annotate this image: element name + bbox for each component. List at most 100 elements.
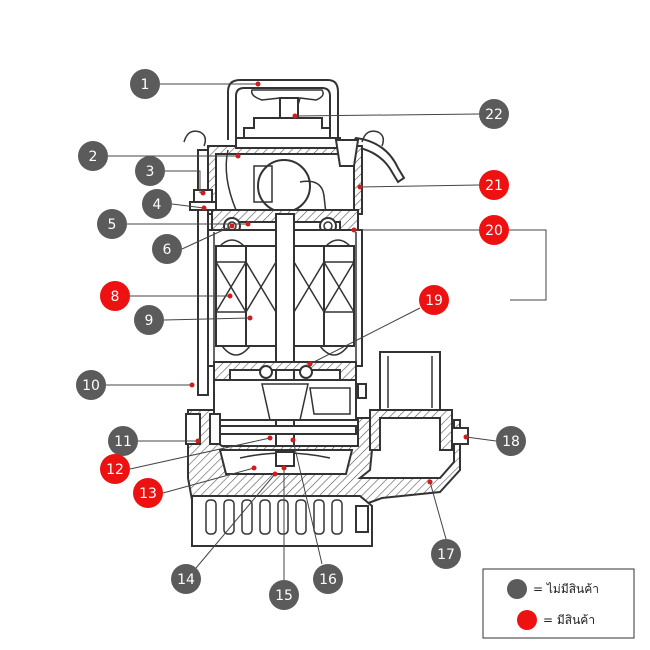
callout-label-9: 9 <box>145 313 154 329</box>
discharge-outlet <box>379 351 441 413</box>
winding-end-top-right <box>325 239 351 247</box>
callout-17[interactable]: 17 <box>431 539 461 569</box>
callout-label-3: 3 <box>146 164 155 180</box>
callout-label-6: 6 <box>163 242 172 258</box>
power-cable <box>348 136 406 184</box>
callout-13[interactable]: 13 <box>133 478 163 508</box>
leader-dot-9 <box>247 315 253 321</box>
callout-circle-18 <box>496 426 526 456</box>
callout-label-12: 12 <box>106 462 124 478</box>
callout-circle-17 <box>431 539 461 569</box>
callout-label-20: 20 <box>485 223 503 239</box>
callout-12[interactable]: 12 <box>100 454 130 484</box>
left-hook <box>183 130 207 147</box>
leader-dot-4 <box>201 205 207 211</box>
callout-label-11: 11 <box>114 434 132 450</box>
callout-20[interactable]: 20 <box>479 215 509 245</box>
leader-dot-16 <box>290 437 296 443</box>
leader-line-20 <box>509 229 547 301</box>
callout-label-8: 8 <box>111 289 120 305</box>
lower-bearing-right <box>299 365 313 379</box>
leader-line-19 <box>309 307 421 365</box>
callout-6[interactable]: 6 <box>152 234 182 264</box>
leader-dot-10 <box>189 382 195 388</box>
callout-1[interactable]: 1 <box>130 69 160 99</box>
leader-dot-20 <box>351 227 357 233</box>
callout-circle-5 <box>97 209 127 239</box>
callout-circle-16 <box>313 564 343 594</box>
leader-dot-21 <box>357 184 363 190</box>
callout-circle-11 <box>108 426 138 456</box>
leader-dot-13 <box>251 465 257 471</box>
leader-line-14 <box>195 473 276 569</box>
callout-circle-10 <box>76 370 106 400</box>
winding-end-top-left <box>219 239 245 247</box>
callout-label-16: 16 <box>319 572 337 588</box>
leader-lines <box>106 81 547 580</box>
leader-dot-2 <box>235 153 241 159</box>
callout-11[interactable]: 11 <box>108 426 138 456</box>
callout-4[interactable]: 4 <box>142 189 172 219</box>
leader-dot-11 <box>195 438 201 444</box>
callout-label-10: 10 <box>82 378 100 394</box>
base-bolt <box>355 505 369 533</box>
casing-bolt-2 <box>209 413 221 445</box>
callout-label-22: 22 <box>485 107 503 123</box>
leader-dot-19 <box>307 361 313 367</box>
callout-label-2: 2 <box>89 149 98 165</box>
leader-dot-12 <box>267 435 273 441</box>
callout-2[interactable]: 2 <box>78 141 108 171</box>
legend-available-text: = มีสินค้า <box>543 613 595 627</box>
callout-8[interactable]: 8 <box>100 281 130 311</box>
side-bolt <box>357 383 367 399</box>
callout-circle-20 <box>479 215 509 245</box>
leader-line-13 <box>162 467 255 494</box>
legend: = ไม่มีสินค้า = มีสินค้า <box>482 568 635 639</box>
leader-line-16 <box>292 439 323 565</box>
callout-21[interactable]: 21 <box>479 170 509 200</box>
callout-9[interactable]: 9 <box>134 305 164 335</box>
callout-circle-1 <box>130 69 160 99</box>
callout-circle-12 <box>100 454 130 484</box>
callout-circle-15 <box>269 580 299 610</box>
callout-3[interactable]: 3 <box>135 156 165 186</box>
oil-chamber <box>213 379 357 421</box>
oil-plug <box>309 387 351 415</box>
callout-14[interactable]: 14 <box>171 564 201 594</box>
callout-16[interactable]: 16 <box>313 564 343 594</box>
callout-5[interactable]: 5 <box>97 209 127 239</box>
inner-wire <box>299 180 327 215</box>
callout-18[interactable]: 18 <box>496 426 526 456</box>
casing-gasket <box>215 425 357 435</box>
leader-dot-5 <box>245 221 251 227</box>
cover-top-plate <box>235 137 341 149</box>
leader-line-3 <box>165 170 201 193</box>
legend-box <box>482 568 635 639</box>
stator-winding-right <box>293 245 355 347</box>
capacitor-bracket <box>253 165 273 203</box>
callout-circle-2 <box>78 141 108 171</box>
callout-label-18: 18 <box>502 434 520 450</box>
legend-not-available-text: = ไม่มีสินค้า <box>533 582 599 596</box>
callout-circle-3 <box>135 156 165 186</box>
callout-circle-4 <box>142 189 172 219</box>
callout-15[interactable]: 15 <box>269 580 299 610</box>
callout-label-4: 4 <box>153 197 162 213</box>
discharge-flange <box>369 409 453 451</box>
leader-line-17 <box>429 481 447 540</box>
leader-line-6 <box>181 225 233 250</box>
leader-dot-22 <box>292 113 298 119</box>
callout-19[interactable]: 19 <box>419 285 449 315</box>
legend-gray-dot <box>507 579 527 599</box>
leader-dot-17 <box>427 479 433 485</box>
leader-line-22 <box>294 113 480 117</box>
leader-dot-18 <box>463 434 469 440</box>
callout-label-1: 1 <box>141 77 150 93</box>
callout-10[interactable]: 10 <box>76 370 106 400</box>
leader-line-21 <box>359 184 480 188</box>
callout-label-14: 14 <box>177 572 195 588</box>
callout-22[interactable]: 22 <box>479 99 509 129</box>
callout-circle-22 <box>479 99 509 129</box>
leader-line-9 <box>163 317 251 321</box>
callout-label-17: 17 <box>437 547 455 563</box>
